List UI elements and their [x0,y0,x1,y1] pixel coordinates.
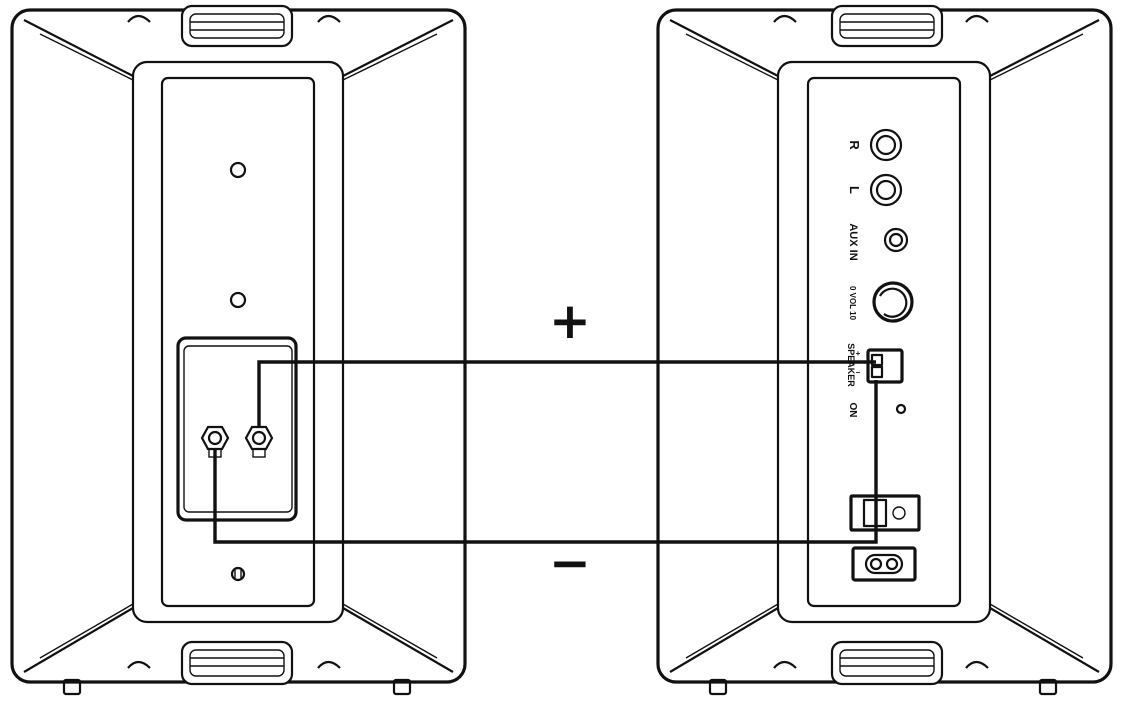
right-top-handle [830,4,944,48]
rca-jack-right [869,128,903,162]
left-mount-hole-top [229,161,247,179]
connection-wires [213,360,878,544]
right-foot-right [1038,678,1058,696]
aux-in-label: AUX IN [847,223,859,260]
left-top-handle [180,4,294,48]
left-bottom-handle [180,640,294,686]
left-back-panel [131,60,345,624]
volume-knob [872,281,914,323]
right-foot-left [708,678,728,696]
positive-symbol: + [549,292,591,350]
right-back-panel-inner [806,76,962,608]
left-binding-post-negative [200,425,230,458]
left-binding-post-positive [244,425,274,458]
rca-left-label: L [847,186,862,194]
rca-right-label: R [847,140,862,150]
negative-wire [213,380,878,544]
switch-minus-label: − [856,368,861,377]
power-switch [849,494,921,532]
right-back-panel [776,60,992,624]
left-speaker [10,4,467,696]
left-back-panel-inner [160,76,316,608]
right-speaker: R L AUX IN 0 VOL 10 SPEAKER + − ON [656,4,1113,696]
left-foot-right [392,678,412,696]
speaker-output-terminal [866,348,904,384]
left-terminal-plate [176,336,298,522]
volume-label: 0 VOL 10 [848,286,857,321]
left-mount-hole-middle [229,291,247,309]
positive-wire [257,360,876,427]
rca-jack-left [869,173,903,207]
power-socket [851,546,917,582]
on-label: ON [847,403,858,418]
left-bottom-screw [230,566,246,582]
right-bottom-handle [830,640,944,686]
aux-in-jack [883,227,909,253]
power-led [895,403,907,415]
negative-symbol: − [549,534,591,592]
switch-plus-label: + [856,349,861,358]
speaker-label: SPEAKER [846,343,856,387]
left-foot-left [62,678,82,696]
